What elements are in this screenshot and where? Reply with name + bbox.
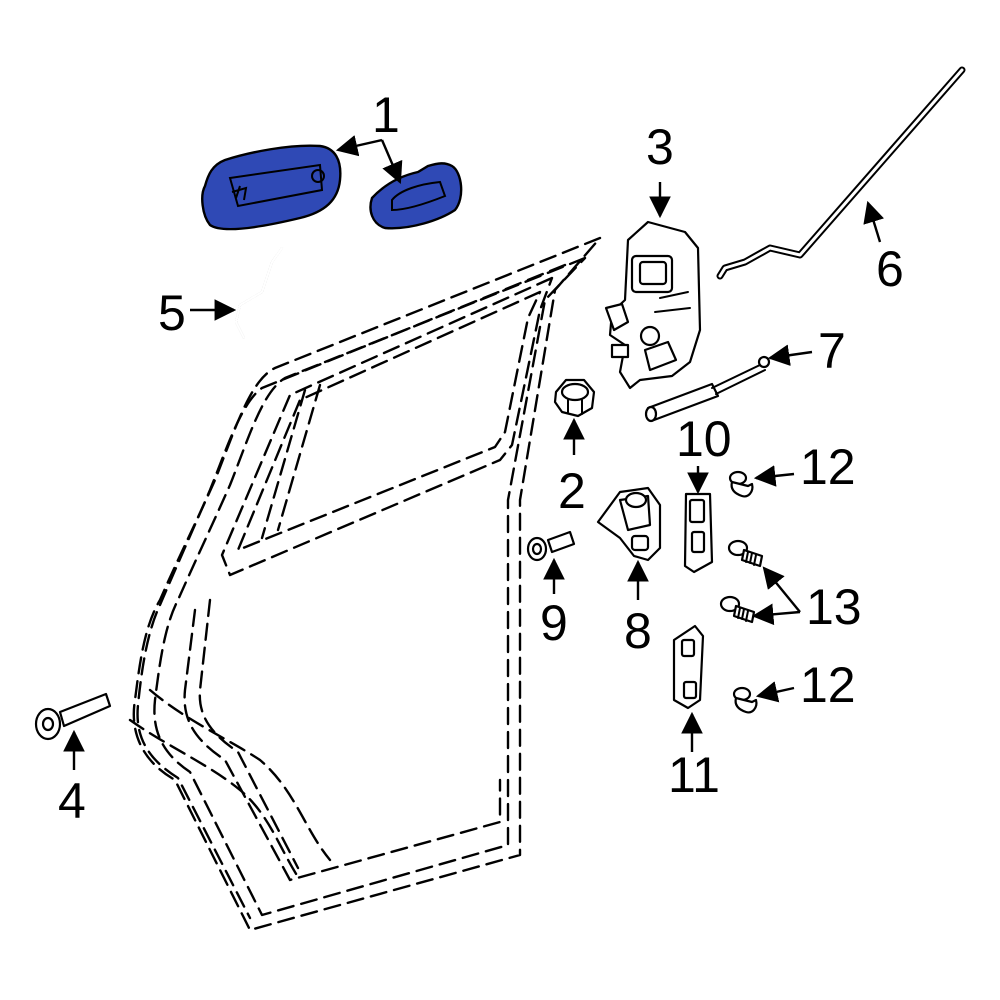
callout-13: 13 bbox=[806, 579, 862, 635]
callout-5: 5 bbox=[158, 285, 186, 341]
callout-2: 2 bbox=[558, 463, 586, 519]
exterior-handle-rear[interactable] bbox=[369, 162, 463, 230]
handle-front-keyhole bbox=[311, 169, 325, 183]
callout-labels: 1 2 3 4 5 6 7 8 9 10 11 12 12 13 bbox=[58, 87, 904, 829]
bolt-4[interactable] bbox=[34, 692, 112, 741]
handle-front-grip bbox=[228, 163, 324, 208]
linkage-rod-7[interactable] bbox=[644, 355, 771, 423]
clip-12-upper[interactable] bbox=[728, 470, 754, 498]
door-latch-assembly[interactable] bbox=[604, 220, 702, 390]
callout-6: 6 bbox=[876, 241, 904, 297]
striker-8[interactable] bbox=[596, 486, 662, 562]
callout-12a: 12 bbox=[800, 439, 856, 495]
handle-front-body bbox=[201, 144, 342, 231]
bracket-11[interactable] bbox=[672, 624, 705, 710]
callout-1: 1 bbox=[372, 87, 400, 143]
nut-2[interactable] bbox=[553, 378, 596, 418]
screw-13-lower[interactable] bbox=[719, 595, 756, 624]
handle-rear-grip bbox=[391, 180, 447, 212]
callout-3: 3 bbox=[646, 119, 674, 175]
linkage-rod-5[interactable] bbox=[234, 246, 284, 340]
callout-4: 4 bbox=[58, 773, 86, 829]
callout-11: 11 bbox=[668, 747, 720, 803]
callout-12b: 12 bbox=[800, 657, 856, 713]
bolt-9[interactable] bbox=[526, 530, 576, 562]
callout-7: 7 bbox=[818, 323, 846, 379]
door-outline bbox=[128, 236, 602, 932]
callout-8: 8 bbox=[624, 603, 652, 659]
handle-front-detail bbox=[231, 185, 248, 201]
clip-12-lower[interactable] bbox=[732, 686, 758, 714]
exterior-handle-front[interactable] bbox=[201, 144, 342, 231]
callout-10: 10 bbox=[676, 411, 732, 467]
callout-9: 9 bbox=[540, 595, 568, 651]
screw-13-upper[interactable] bbox=[727, 539, 764, 568]
leader-lines bbox=[63, 135, 885, 770]
bracket-10[interactable] bbox=[683, 492, 714, 574]
linkage-rod-6[interactable] bbox=[716, 66, 966, 280]
handle-rear-body bbox=[369, 162, 463, 230]
